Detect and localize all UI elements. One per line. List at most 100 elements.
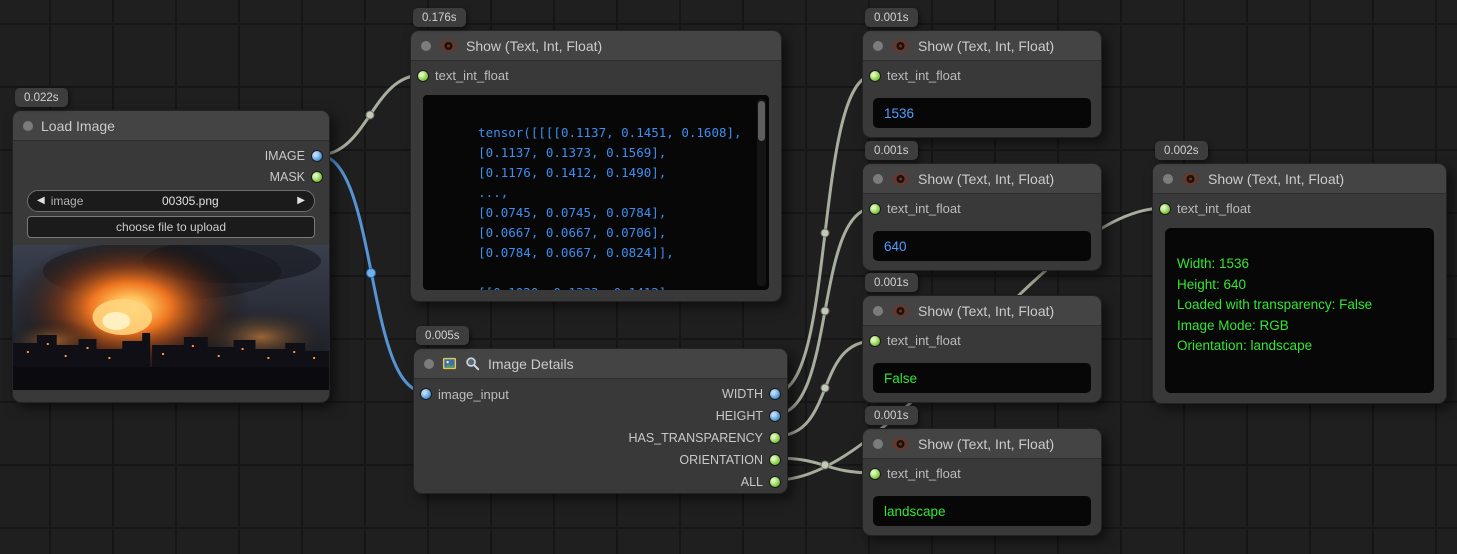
value-display[interactable]: landscape bbox=[873, 496, 1091, 526]
collapse-dot-icon[interactable] bbox=[873, 40, 883, 51]
badge-exec-time: 0.176s bbox=[413, 8, 466, 27]
node-title-bar[interactable]: Show (Text, Int, Float) bbox=[863, 31, 1101, 61]
picture-icon bbox=[442, 356, 457, 371]
output-dot-mask[interactable] bbox=[312, 171, 322, 182]
collapse-dot-icon[interactable] bbox=[873, 438, 883, 449]
eye-icon bbox=[1181, 171, 1200, 186]
node-show-width[interactable]: 0.001s Show (Text, Int, Float) text_int_… bbox=[862, 8, 1102, 138]
value-display[interactable]: False bbox=[873, 363, 1091, 393]
node-title-bar[interactable]: Show (Text, Int, Float) bbox=[863, 429, 1101, 459]
value-display[interactable]: 640 bbox=[873, 231, 1091, 261]
input-dot[interactable] bbox=[870, 203, 880, 214]
node-title-bar[interactable]: Image Details bbox=[414, 349, 787, 379]
node-title: Show (Text, Int, Float) bbox=[1208, 170, 1345, 187]
combo-next-icon[interactable]: ▶ bbox=[297, 195, 305, 206]
collapse-dot-icon[interactable] bbox=[421, 40, 431, 51]
input-slot-text-int-float: text_int_float bbox=[1153, 198, 1446, 219]
wire-width-to-show bbox=[774, 73, 876, 394]
collapse-dot-icon[interactable] bbox=[424, 358, 434, 369]
magnifier-icon bbox=[465, 356, 480, 371]
output-slot-label: ALL bbox=[740, 475, 763, 489]
input-dot[interactable] bbox=[421, 389, 431, 399]
node-show-all-details[interactable]: 0.002s Show (Text, Int, Float) text_int_… bbox=[1152, 141, 1447, 404]
input-slot-text-int-float: text_int_float bbox=[411, 65, 781, 86]
input-slot-text-int-float: text_int_float bbox=[863, 198, 1101, 219]
output-dot-image[interactable] bbox=[312, 150, 322, 161]
input-dot[interactable] bbox=[418, 70, 428, 81]
collapse-dot-icon[interactable] bbox=[23, 120, 33, 131]
output-dot-all[interactable] bbox=[770, 477, 780, 487]
node-title-bar[interactable]: Load Image bbox=[13, 111, 329, 141]
output-slot-label: MASK bbox=[269, 169, 305, 184]
input-slot-label: image_input bbox=[438, 386, 509, 402]
collapse-dot-icon[interactable] bbox=[873, 173, 883, 184]
badge-exec-time: 0.005s bbox=[416, 326, 469, 345]
input-dot[interactable] bbox=[870, 468, 880, 479]
node-show-orientation[interactable]: 0.001s Show (Text, Int, Float) text_int_… bbox=[862, 406, 1102, 536]
input-slot-label: text_int_float bbox=[887, 201, 961, 216]
node-title: Show (Text, Int, Float) bbox=[466, 37, 603, 54]
wire-height-to-show bbox=[774, 206, 876, 416]
badge-exec-time: 0.001s bbox=[865, 273, 918, 292]
wire-transparency-to-show bbox=[774, 339, 876, 438]
node-load-image[interactable]: 0.022s Load Image IMAGE MASK ◀ image 003… bbox=[12, 88, 330, 403]
tensor-output-textarea[interactable]: tensor([[[[0.1137, 0.1451, 0.1608], [0.1… bbox=[423, 95, 769, 290]
upload-button[interactable]: choose file to upload bbox=[27, 216, 315, 238]
eye-icon bbox=[439, 38, 458, 53]
output-slot-label: ORIENTATION bbox=[679, 453, 763, 467]
wire-orientation-to-show bbox=[774, 456, 876, 475]
eye-icon bbox=[891, 436, 910, 451]
input-dot[interactable] bbox=[870, 70, 880, 81]
node-title-bar[interactable]: Show (Text, Int, Float) bbox=[863, 164, 1101, 194]
details-display[interactable]: Width: 1536 Height: 640 Loaded with tran… bbox=[1165, 228, 1434, 393]
badge-exec-time: 0.001s bbox=[865, 8, 918, 27]
output-slot-label: IMAGE bbox=[264, 148, 305, 163]
output-dot-has-transparency[interactable] bbox=[770, 433, 780, 443]
node-show-tensor[interactable]: 0.176s Show (Text, Int, Float) text_int_… bbox=[410, 8, 782, 302]
output-dot-orientation[interactable] bbox=[770, 455, 780, 465]
collapse-dot-icon[interactable] bbox=[873, 305, 883, 316]
node-title: Show (Text, Int, Float) bbox=[918, 435, 1055, 452]
wire-midpoint-dot bbox=[820, 460, 830, 470]
eye-icon bbox=[891, 38, 910, 53]
node-show-height[interactable]: 0.001s Show (Text, Int, Float) text_int_… bbox=[862, 141, 1102, 271]
combo-value: 00305.png bbox=[161, 194, 219, 208]
tensor-text: tensor([[[[0.1137, 0.1451, 0.1608], [0.1… bbox=[478, 125, 742, 290]
node-title: Show (Text, Int, Float) bbox=[918, 302, 1055, 319]
output-dot-height[interactable] bbox=[770, 411, 780, 421]
eye-icon bbox=[891, 171, 910, 186]
wire-midpoint-dot bbox=[820, 228, 830, 238]
input-slot-label: text_int_float bbox=[887, 333, 961, 348]
combo-label: image bbox=[50, 194, 84, 208]
node-image-details[interactable]: 0.005s Image Details image_input WIDTH bbox=[413, 326, 788, 494]
node-show-transparency[interactable]: 0.001s Show (Text, Int, Float) text_int_… bbox=[862, 273, 1102, 403]
output-slot-orientation: ORIENTATION bbox=[414, 449, 787, 471]
input-slot-label: text_int_float bbox=[1177, 201, 1251, 216]
value-display[interactable]: 1536 bbox=[873, 98, 1091, 128]
scrollbar-thumb[interactable] bbox=[758, 101, 765, 141]
node-title-bar[interactable]: Show (Text, Int, Float) bbox=[863, 296, 1101, 326]
collapse-dot-icon[interactable] bbox=[1163, 173, 1173, 184]
node-title-bar[interactable]: Show (Text, Int, Float) bbox=[1153, 164, 1446, 194]
badge-exec-time: 0.002s bbox=[1155, 141, 1208, 160]
input-dot[interactable] bbox=[1160, 203, 1170, 214]
node-title: Show (Text, Int, Float) bbox=[918, 170, 1055, 187]
wire-image-to-image-details bbox=[316, 153, 427, 394]
output-slot-label: HEIGHT bbox=[715, 409, 763, 423]
output-slot-mask: MASK bbox=[13, 166, 329, 187]
node-title: Show (Text, Int, Float) bbox=[918, 37, 1055, 54]
image-combo-widget[interactable]: ◀ image 00305.png ▶ bbox=[27, 190, 315, 212]
scrollbar[interactable] bbox=[757, 99, 766, 286]
output-slot-label: HAS_TRANSPARENCY bbox=[628, 431, 763, 445]
wire-midpoint-dot bbox=[820, 306, 830, 316]
node-title-bar[interactable]: Show (Text, Int, Float) bbox=[411, 31, 781, 61]
input-slot-label: text_int_float bbox=[887, 68, 961, 83]
input-dot[interactable] bbox=[870, 335, 880, 346]
badge-exec-time: 0.001s bbox=[865, 406, 918, 425]
node-title: Image Details bbox=[488, 355, 574, 372]
combo-prev-icon[interactable]: ◀ bbox=[37, 195, 45, 206]
input-slot-text-int-float: text_int_float bbox=[863, 65, 1101, 86]
output-dot-width[interactable] bbox=[770, 389, 780, 399]
